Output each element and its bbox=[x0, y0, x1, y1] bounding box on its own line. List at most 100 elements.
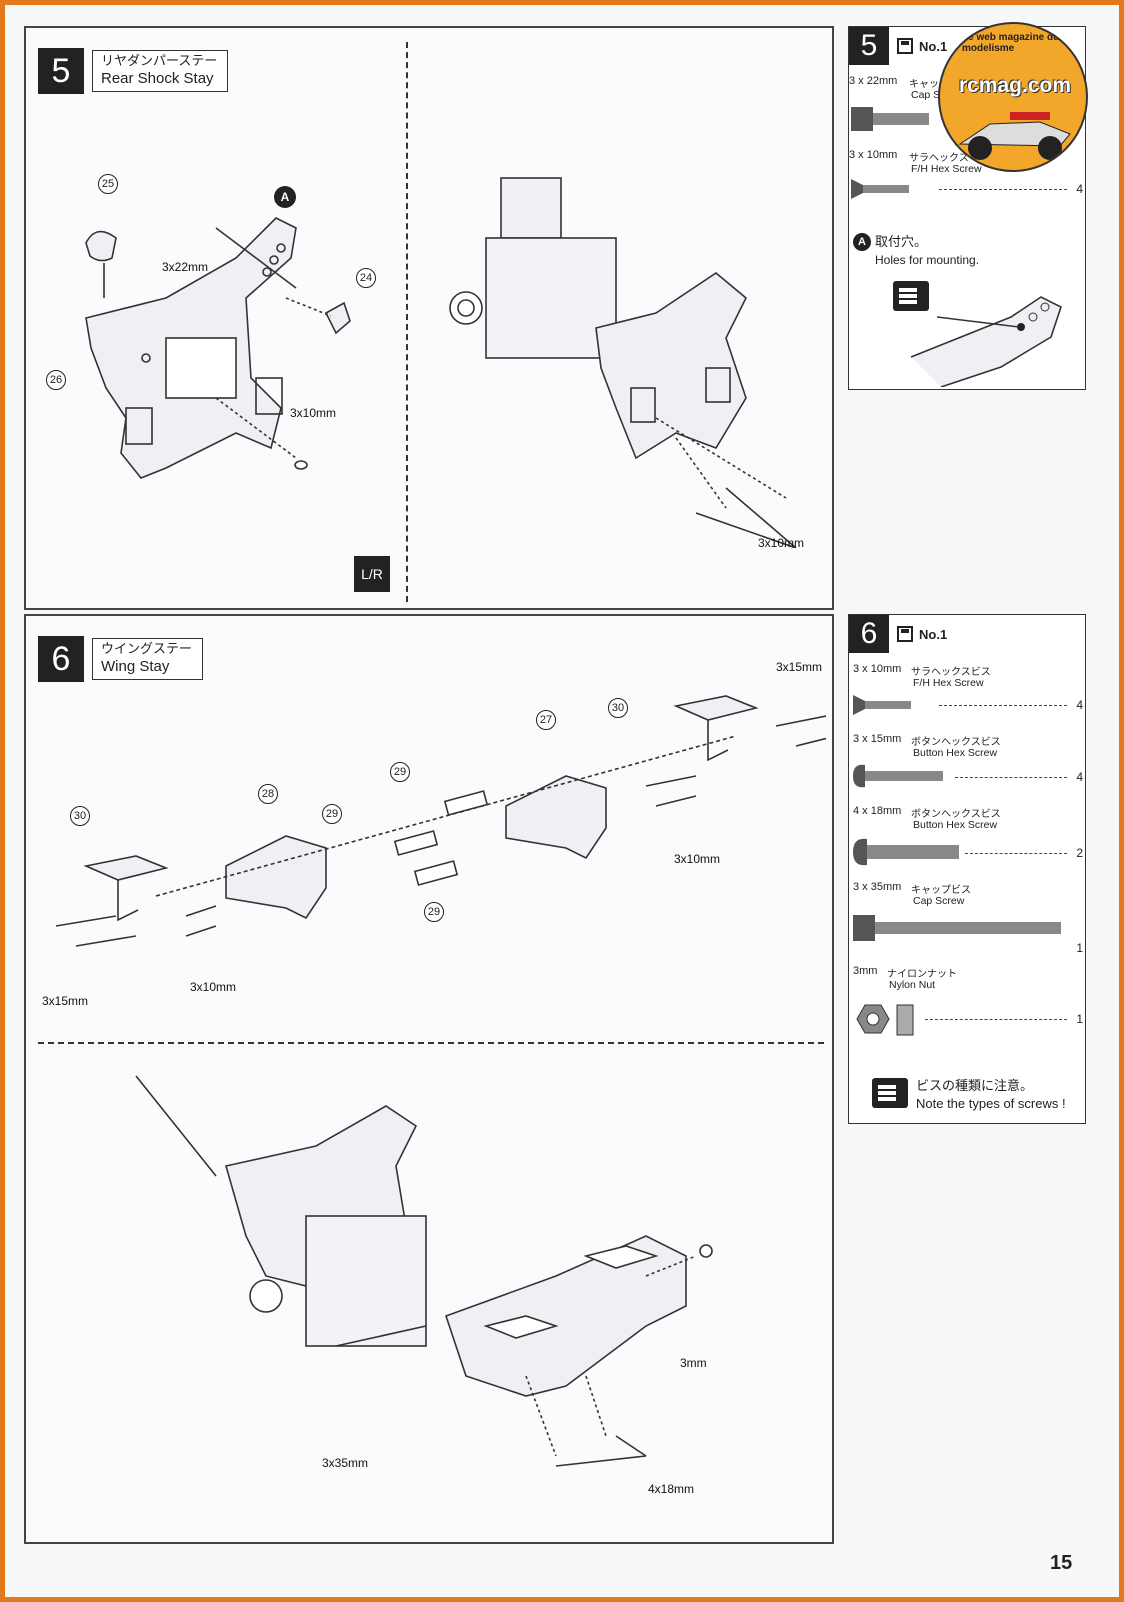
qty-leader bbox=[955, 777, 1067, 778]
step5-title-en: Rear Shock Stay bbox=[101, 70, 214, 87]
part-qty: 4 bbox=[1076, 770, 1083, 784]
note-marker-a: A bbox=[853, 233, 871, 251]
part-size: 3 x 15mm bbox=[853, 733, 902, 745]
part-name-en: Cap S bbox=[911, 89, 941, 101]
mounting-hole-illustration bbox=[910, 296, 1062, 387]
part-name-en: Button Hex Screw bbox=[913, 747, 998, 759]
pointing-hand-icon bbox=[872, 1078, 908, 1108]
part-size: 3mm bbox=[853, 965, 878, 977]
cap-screw-icon bbox=[853, 915, 1061, 941]
part-name-jp: ボタンヘックスビス bbox=[911, 737, 1001, 748]
part-name-en: Button Hex Screw bbox=[913, 819, 998, 831]
qty-leader bbox=[939, 705, 1067, 706]
sidebar6-number: 6 bbox=[849, 615, 889, 653]
sidebar6-bag: No.1 bbox=[897, 626, 947, 642]
callout-point-a: A bbox=[274, 186, 296, 208]
sidebar6-part-3: 4 x 18mm ボタンヘックスビス Button Hex Screw 2 bbox=[849, 805, 1085, 875]
lr-mark: L/R bbox=[354, 556, 390, 592]
flat-head-screw-icon bbox=[853, 695, 911, 715]
note-jp: 取付穴。 bbox=[875, 234, 928, 250]
bag-icon bbox=[897, 626, 913, 642]
step5-divider bbox=[406, 42, 408, 602]
label-screw-3x15-left: 3x15mm bbox=[42, 994, 89, 1008]
part-size: 3 x 35mm bbox=[853, 881, 902, 893]
sidebar6-part-4: 3 x 35mm キャップビス Cap Screw 1 bbox=[849, 881, 1085, 957]
sidebar6-header: 6 No.1 bbox=[849, 615, 947, 653]
label-nut-3mm: 3mm bbox=[680, 1356, 707, 1370]
callout-part-29-c: 29 bbox=[424, 902, 444, 922]
rcmag-logo: Le web magazine du modelisme rcmag.com bbox=[938, 22, 1088, 172]
qty-leader bbox=[939, 189, 1067, 190]
callout-part-25: 25 bbox=[98, 174, 118, 194]
cap-screw-icon bbox=[851, 107, 929, 131]
part-name-jp: ナイロンナット bbox=[887, 969, 957, 980]
logo-text: rcmag.com bbox=[958, 74, 1072, 97]
part-size: 3 x 10mm bbox=[853, 663, 902, 675]
callout-part-29-b: 29 bbox=[322, 804, 342, 824]
sidebar6-note: ビスの種類に注意。 Note the types of screws ! bbox=[872, 1078, 1088, 1113]
qty-leader bbox=[925, 1019, 1067, 1020]
part-name-jp: サラヘックスビス bbox=[911, 667, 991, 678]
step6-number: 6 bbox=[38, 636, 84, 682]
logo-tagline: Le web magazine du modelisme bbox=[962, 32, 1060, 54]
flat-head-screw-icon bbox=[851, 179, 909, 199]
callout-part-27: 27 bbox=[536, 710, 556, 730]
step5-title-jp: リヤダンパーステー bbox=[101, 54, 218, 69]
step6-title: ウイングステー Wing Stay bbox=[92, 638, 204, 680]
sidebar5-number: 5 bbox=[849, 27, 889, 65]
callout-part-26: 26 bbox=[46, 370, 66, 390]
callout-part-30-right: 30 bbox=[608, 698, 628, 718]
step6-divider bbox=[38, 1042, 824, 1044]
part-name-jp: ボタンヘックスビス bbox=[911, 809, 1001, 820]
label-screw-3x10-right: 3x10mm bbox=[758, 536, 805, 550]
pointing-hand-icon bbox=[893, 281, 929, 311]
part-qty: 1 bbox=[1076, 941, 1083, 955]
step6-panel: 6 ウイングステー Wing Stay bbox=[24, 614, 834, 1544]
part-qty: 4 bbox=[1076, 698, 1083, 712]
step5-title: リヤダンパーステー Rear Shock Stay bbox=[92, 50, 229, 92]
part-name-jp: キャップ bbox=[909, 79, 949, 90]
sidebar5-bag-label: No.1 bbox=[919, 38, 948, 54]
sidebar6-bag-label: No.1 bbox=[919, 626, 948, 642]
step5-number: 5 bbox=[38, 48, 84, 94]
sidebar5-part-2: 3 x 10mm サラヘックス F/H Hex Screw 4 bbox=[849, 149, 1085, 209]
part-name-en: Cap Screw bbox=[913, 895, 965, 907]
step6-title-en: Wing Stay bbox=[101, 658, 170, 675]
label-screw-3x22: 3x22mm bbox=[162, 260, 209, 274]
part-qty: 1 bbox=[1076, 1012, 1083, 1026]
button-head-screw-icon bbox=[853, 764, 943, 788]
callout-part-30-left: 30 bbox=[70, 806, 90, 826]
page-number: 15 bbox=[1050, 1552, 1073, 1574]
callout-part-28: 28 bbox=[258, 784, 278, 804]
label-screw-3x35: 3x35mm bbox=[322, 1456, 369, 1470]
sidebar5-header: 5 No.1 bbox=[849, 27, 947, 65]
button-head-screw-icon bbox=[853, 838, 959, 866]
callout-part-24: 24 bbox=[356, 268, 376, 288]
sidebar5-note: A 取付穴。 Holes for mounting. bbox=[853, 233, 1083, 269]
part-name-en: F/H Hex Screw bbox=[911, 163, 982, 175]
bag-icon bbox=[897, 38, 913, 54]
qty-leader bbox=[965, 853, 1067, 854]
part-qty: 4 bbox=[1076, 182, 1083, 196]
step6-upper-illustration bbox=[55, 695, 826, 947]
step5-left-illustration bbox=[85, 217, 351, 479]
part-name-jp: サラヘックス bbox=[909, 153, 969, 164]
part-size: 3 x 22mm bbox=[849, 75, 898, 87]
label-screw-3x10-left: 3x10mm bbox=[290, 406, 337, 420]
part-size: 4 x 18mm bbox=[853, 805, 902, 817]
label-screw-3x15-top: 3x15mm bbox=[776, 660, 823, 674]
step5-header: 5 リヤダンパーステー Rear Shock Stay bbox=[38, 48, 229, 94]
sidebar6-part-5: 3mm ナイロンナット Nylon Nut 1 bbox=[849, 965, 1085, 1045]
part-name-jp: キャップビス bbox=[911, 885, 971, 896]
note-en: Holes for mounting. bbox=[875, 253, 980, 267]
note-jp: ビスの種類に注意。 bbox=[916, 1079, 1034, 1094]
part-qty: 2 bbox=[1076, 846, 1083, 860]
note-en: Note the types of screws ! bbox=[916, 1096, 1066, 1111]
step6-lower-illustration bbox=[135, 1075, 713, 1467]
step6-header: 6 ウイングステー Wing Stay bbox=[38, 636, 204, 682]
sidebar6-part-2: 3 x 15mm ボタンヘックスビス Button Hex Screw 4 bbox=[849, 733, 1085, 799]
part-name-en: Nylon Nut bbox=[889, 979, 936, 991]
step5-right-illustration bbox=[449, 177, 797, 548]
sidebar5-bag: No.1 bbox=[897, 38, 947, 54]
step6-title-jp: ウイングステー bbox=[101, 642, 193, 657]
